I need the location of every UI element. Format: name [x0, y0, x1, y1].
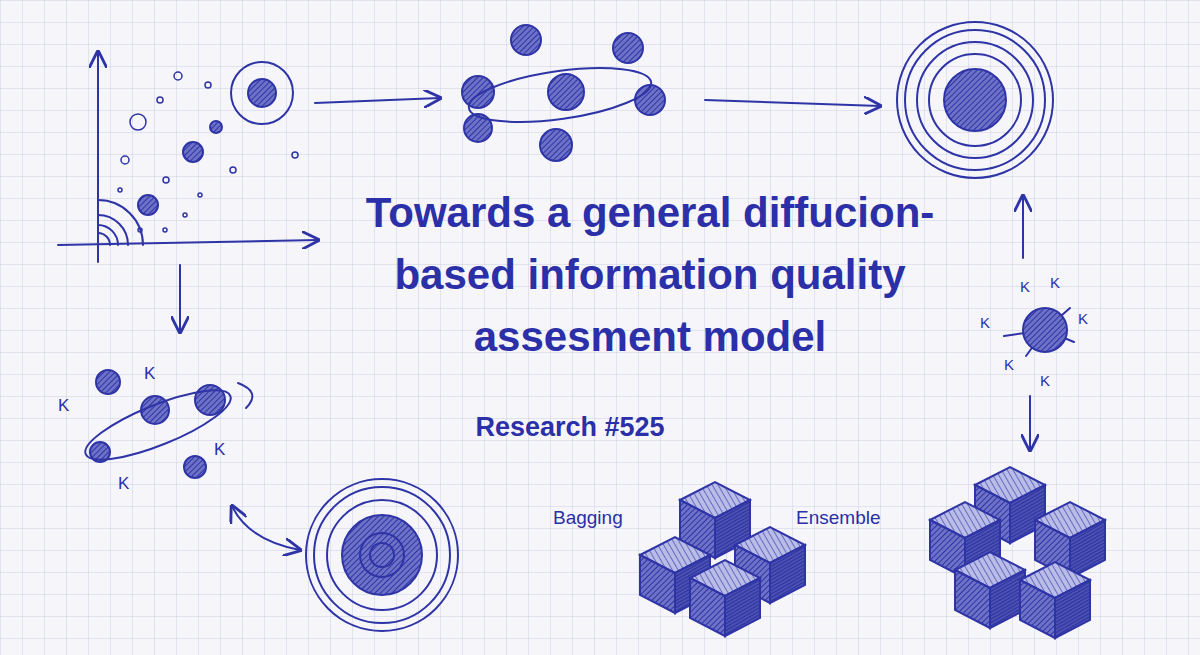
k-label: K [1078, 310, 1088, 327]
group-label: Bagging [553, 507, 623, 529]
k-label: K [144, 364, 155, 384]
k-label: K [1020, 278, 1030, 295]
caption: Research #525 [440, 412, 700, 443]
k-label: K [1004, 356, 1014, 373]
k-label: K [214, 440, 225, 460]
k-label: K [58, 396, 69, 416]
k-label: K [1050, 274, 1060, 291]
group-label: Ensemble [796, 507, 881, 529]
k-label: K [1040, 372, 1050, 389]
k-label: K [118, 474, 129, 494]
k-label: K [980, 314, 990, 331]
title: Towards a general diffucion-based inform… [330, 182, 970, 368]
